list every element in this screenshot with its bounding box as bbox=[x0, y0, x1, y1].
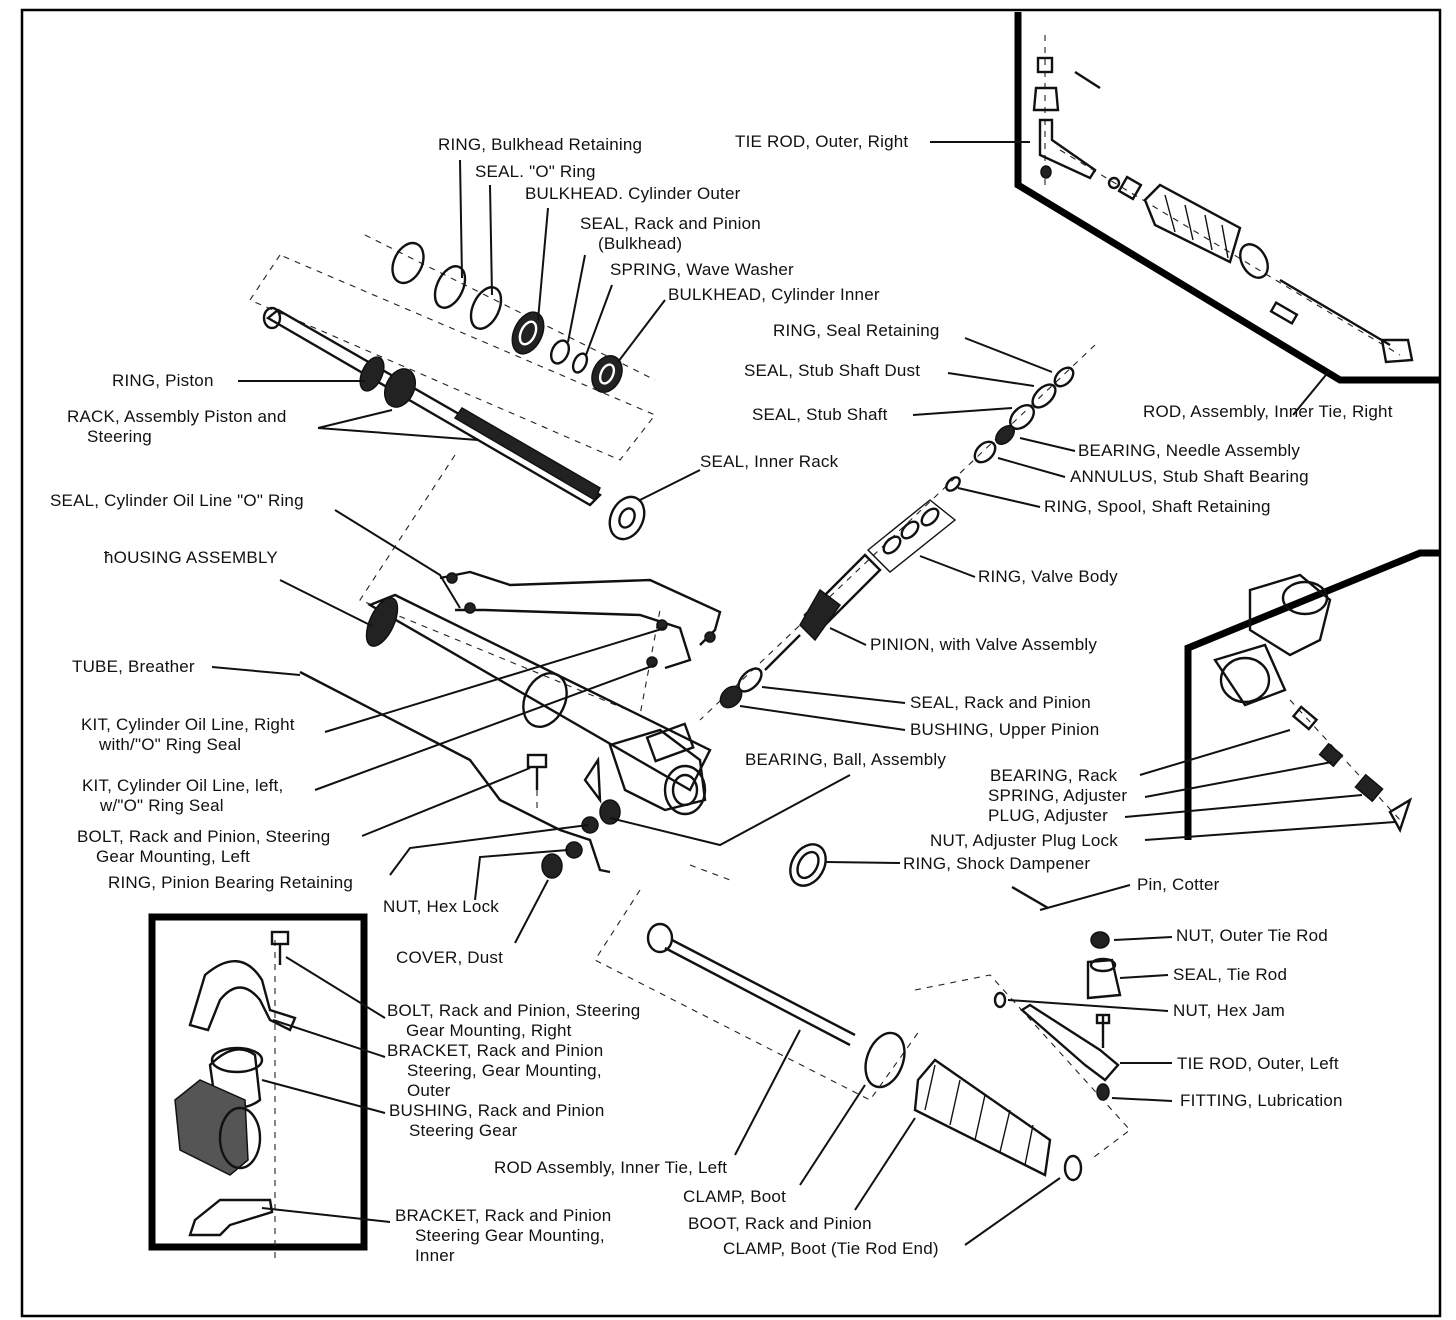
label-tie-rod-outer-left: TIE ROD, Outer, Left bbox=[1177, 1054, 1339, 1073]
label-line: Inner bbox=[415, 1246, 455, 1265]
label-bracket-outer: BRACKET, Rack and Pinion Steering, Gear … bbox=[387, 1041, 603, 1101]
tie-rod-outer-left-parts bbox=[914, 885, 1131, 1161]
label-tie-rod-outer-right: TIE ROD, Outer, Right bbox=[735, 132, 909, 151]
label-rack-assembly: RACK, Assembly Piston and Steering bbox=[67, 407, 286, 447]
label-kit-cylinder-oil-line-right: KIT, Cylinder Oil Line, Right with/"O" R… bbox=[81, 715, 295, 755]
label-line: Steering bbox=[87, 427, 152, 446]
label-ring-shock-dampener: RING, Shock Dampener bbox=[903, 854, 1091, 873]
housing-lower-parts bbox=[541, 756, 621, 879]
label-line: Steering Gear bbox=[409, 1121, 518, 1140]
ring-shock-dampener-part bbox=[789, 843, 827, 887]
rack-assembly-parts bbox=[249, 254, 661, 716]
label-bulkhead-cylinder-inner: BULKHEAD, Cylinder Inner bbox=[668, 285, 880, 304]
label-line: Outer bbox=[407, 1081, 451, 1100]
label-housing-assembly: ħOUSING ASSEMBLY bbox=[104, 548, 278, 567]
label-bearing-ball-assembly: BEARING, Ball, Assembly bbox=[745, 750, 947, 769]
label-ring-pinion-bearing-retaining: RING, Pinion Bearing Retaining bbox=[108, 873, 354, 892]
label-line: SEAL, Rack and Pinion bbox=[580, 214, 761, 233]
cylinder-oil-lines bbox=[439, 570, 722, 670]
label-nut-outer-tie-rod: NUT, Outer Tie Rod bbox=[1176, 926, 1328, 945]
label-boot-rack-pinion: BOOT, Rack and Pinion bbox=[688, 1214, 872, 1233]
label-nut-hex-jam: NUT, Hex Jam bbox=[1173, 1001, 1285, 1020]
label-bolt-mounting-right: BOLT, Rack and Pinion, Steering Gear Mou… bbox=[387, 1001, 640, 1041]
label-line: (Bulkhead) bbox=[598, 234, 683, 253]
label-seal-o-ring: SEAL. "O" Ring bbox=[475, 162, 596, 181]
label-ring-valve-body: RING, Valve Body bbox=[978, 567, 1118, 586]
label-annulus-stub-shaft-bearing: ANNULUS, Stub Shaft Bearing bbox=[1070, 467, 1309, 486]
label-line: BRACKET, Rack and Pinion bbox=[395, 1206, 612, 1225]
bulkhead-parts bbox=[364, 234, 656, 393]
inset-frame-bottom-left bbox=[148, 913, 368, 1251]
label-bulkhead-cylinder-outer: BULKHEAD. Cylinder Outer bbox=[525, 184, 741, 203]
label-bolt-mounting-left: BOLT, Rack and Pinion, Steering Gear Mou… bbox=[77, 827, 330, 867]
label-bracket-inner: BRACKET, Rack and Pinion Steering Gear M… bbox=[395, 1206, 611, 1266]
tie-rod-outer-right-parts bbox=[1032, 35, 1414, 364]
inset-frame-right bbox=[1184, 549, 1440, 840]
label-line: Steering, Gear Mounting, bbox=[407, 1061, 602, 1080]
label-ring-piston: RING, Piston bbox=[112, 371, 214, 390]
label-clamp-boot-tie-rod-end: CLAMP, Boot (Tie Rod End) bbox=[723, 1239, 939, 1258]
label-line: Gear Mounting, Left bbox=[96, 847, 251, 866]
label-nut-hex-lock: NUT, Hex Lock bbox=[383, 897, 499, 916]
label-bearing-rack: BEARING, Rack bbox=[990, 766, 1118, 785]
label-ring-bulkhead-retaining: RING, Bulkhead Retaining bbox=[438, 135, 643, 154]
label-line: RACK, Assembly Piston and bbox=[67, 407, 287, 426]
label-line: KIT, Cylinder Oil Line, left, bbox=[82, 776, 284, 795]
label-kit-cylinder-oil-line-left: KIT, Cylinder Oil Line, left, w/"O" Ring… bbox=[82, 776, 283, 816]
label-pinion-valve-assembly: PINION, with Valve Assembly bbox=[870, 635, 1098, 654]
bracket-parts bbox=[174, 930, 297, 1260]
adjuster-parts bbox=[1213, 573, 1413, 833]
label-bushing-upper-pinion: BUSHING, Upper Pinion bbox=[910, 720, 1100, 739]
label-seal-rack-pinion: SEAL, Rack and Pinion bbox=[910, 693, 1091, 712]
label-seal-stub-shaft: SEAL, Stub Shaft bbox=[752, 405, 888, 424]
label-line: Gear Mounting, Right bbox=[406, 1021, 572, 1040]
label-seal-inner-rack: SEAL, Inner Rack bbox=[700, 452, 839, 471]
leader-lines bbox=[211, 141, 1396, 1246]
housing-assembly-part bbox=[365, 593, 712, 816]
label-line: KIT, Cylinder Oil Line, Right bbox=[81, 715, 295, 734]
label-rod-inner-tie-left: ROD Assembly, Inner Tie, Left bbox=[494, 1158, 728, 1177]
label-line: w/"O" Ring Seal bbox=[100, 796, 224, 815]
label-tube-breather: TUBE, Breather bbox=[72, 657, 195, 676]
seal-inner-rack-part bbox=[608, 495, 646, 541]
inner-tie-rod-left-parts bbox=[594, 864, 1083, 1182]
label-fitting-lubrication: FITTING, Lubrication bbox=[1180, 1091, 1343, 1110]
label-rod-assembly-inner-tie-right: ROD, Assembly, Inner Tie, Right bbox=[1143, 402, 1393, 421]
label-seal-stub-shaft-dust: SEAL, Stub Shaft Dust bbox=[744, 361, 921, 380]
label-bearing-needle-assembly: BEARING, Needle Assembly bbox=[1078, 441, 1301, 460]
label-cover-dust: COVER, Dust bbox=[396, 948, 504, 967]
label-ring-spool-shaft-retaining: RING, Spool, Shaft Retaining bbox=[1044, 497, 1271, 516]
label-nut-adjuster-plug-lock: NUT, Adjuster Plug Lock bbox=[930, 831, 1118, 850]
bolt-left-part bbox=[526, 753, 548, 810]
label-clamp-boot: CLAMP, Boot bbox=[683, 1187, 786, 1206]
label-seal-cylinder-oil-line: SEAL, Cylinder Oil Line "O" Ring bbox=[50, 491, 304, 510]
label-pin-cotter: Pin, Cotter bbox=[1137, 875, 1220, 894]
label-ring-seal-retaining: RING, Seal Retaining bbox=[773, 321, 940, 340]
label-line: Steering Gear Mounting, bbox=[415, 1226, 605, 1245]
label-line: BUSHING, Rack and Pinion bbox=[389, 1101, 605, 1120]
label-seal-tie-rod: SEAL, Tie Rod bbox=[1173, 965, 1288, 984]
label-line: BOLT, Rack and Pinion, Steering bbox=[77, 827, 331, 846]
label-seal-rack-pinion-bulkhead: SEAL, Rack and Pinion (Bulkhead) bbox=[580, 214, 761, 254]
label-line: BOLT, Rack and Pinion, Steering bbox=[387, 1001, 641, 1020]
breather-tube-part bbox=[299, 670, 611, 874]
pinion-valve-parts bbox=[699, 344, 1096, 721]
label-bushing-rack-pinion: BUSHING, Rack and Pinion Steering Gear bbox=[389, 1101, 605, 1141]
label-spring-adjuster: SPRING, Adjuster bbox=[988, 786, 1128, 805]
inset-frame-top-right bbox=[1014, 12, 1440, 384]
label-spring-wave-washer: SPRING, Wave Washer bbox=[610, 260, 794, 279]
label-plug-adjuster: PLUG, Adjuster bbox=[988, 806, 1108, 825]
label-line: with/"O" Ring Seal bbox=[99, 735, 242, 754]
page-border bbox=[20, 8, 1442, 1318]
label-line: BRACKET, Rack and Pinion bbox=[387, 1041, 604, 1060]
